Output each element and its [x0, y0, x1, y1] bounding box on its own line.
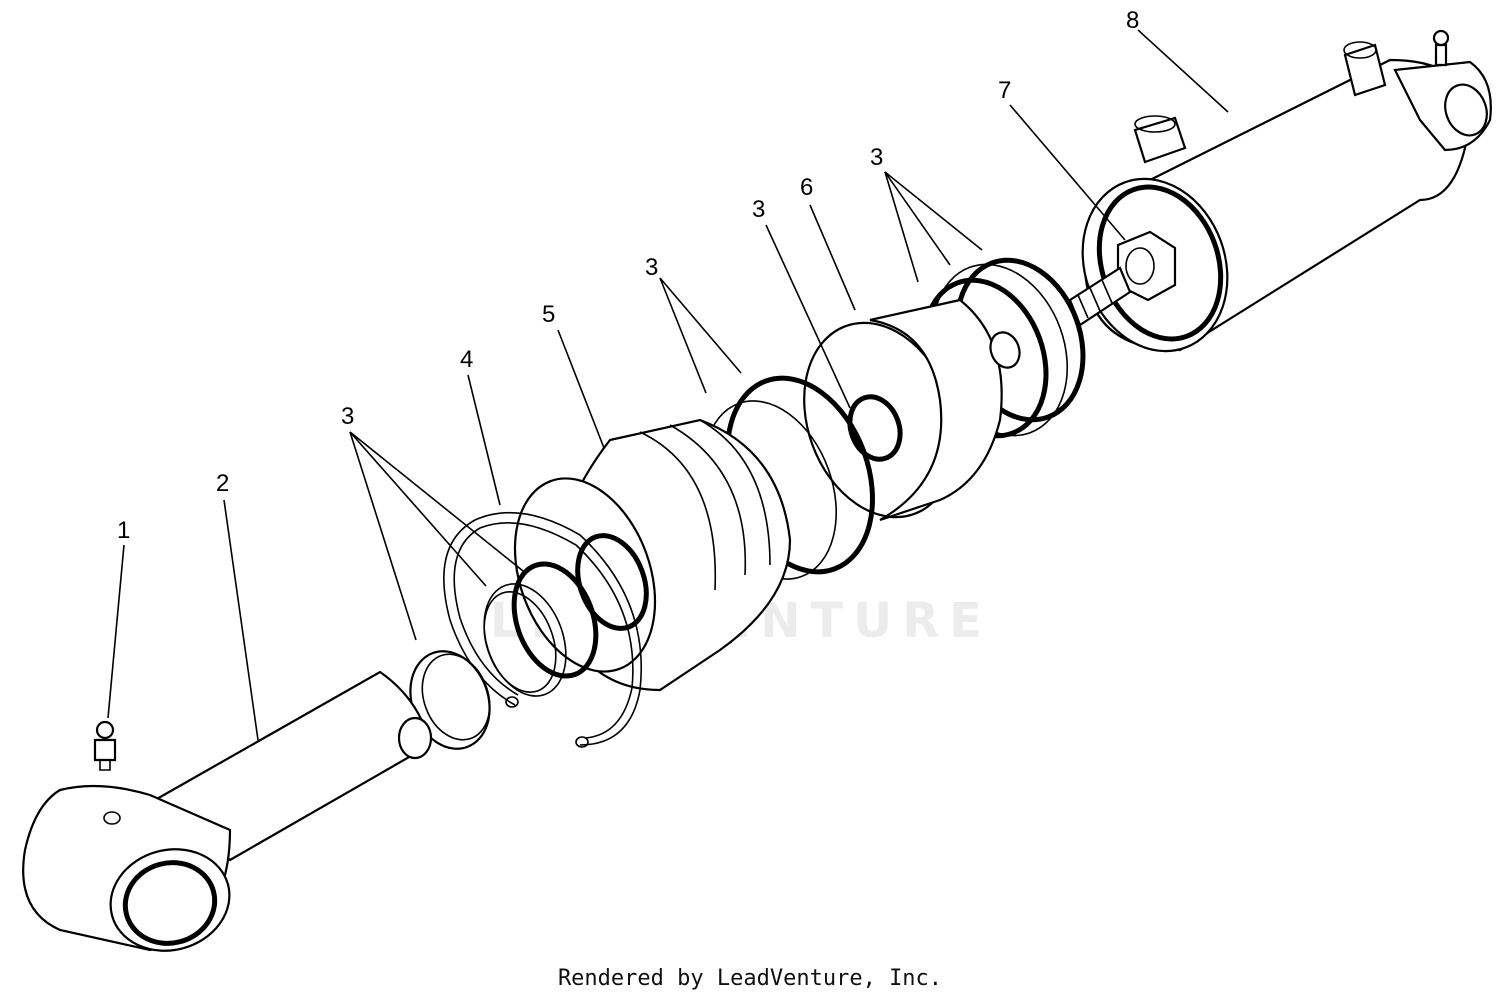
callout-5: 5	[542, 301, 555, 328]
part-6-piston	[803, 298, 1021, 522]
callout-3-lower: 3	[341, 403, 354, 430]
part-4-snap-ring	[443, 511, 643, 748]
callout-labels: 1 2 3 4 5 3 3 6 3 7 8	[117, 7, 1139, 544]
leader-lines	[107, 29, 1229, 741]
callout-8: 8	[1126, 7, 1139, 34]
part-2-rod	[22, 670, 433, 952]
render-credit: Rendered by LeadVenture, Inc.	[557, 966, 943, 991]
part-8-cylinder-barrel	[1081, 29, 1492, 353]
part-5-gland	[513, 418, 792, 692]
callout-4: 4	[460, 346, 473, 373]
callout-3-upper: 3	[870, 144, 883, 171]
callout-3-small: 3	[752, 196, 765, 223]
callout-3-middle: 3	[645, 254, 658, 281]
callout-2: 2	[216, 470, 229, 497]
callout-7: 7	[998, 77, 1011, 104]
part-3-small-seal	[847, 394, 903, 462]
callout-6: 6	[800, 174, 813, 201]
part-1-grease-fitting	[93, 720, 117, 771]
callout-1: 1	[117, 517, 130, 544]
